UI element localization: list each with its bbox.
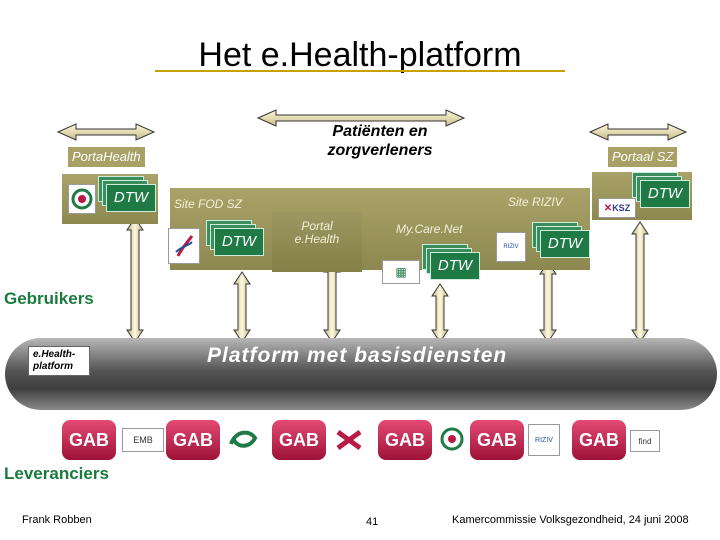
center-heading-line-2: zorgverleners [327,142,433,159]
title-underline [155,70,565,72]
portahealth-logo [68,184,96,214]
fod-logo [168,228,200,264]
portal-ehealth-line-2: e.Health [294,232,340,246]
dtw-riziv[interactable]: DTW [540,230,590,258]
arrow-portahealth [56,123,156,141]
mycarenet-logo: ▦ [382,260,420,284]
gab-6[interactable]: GAB [572,420,626,460]
riziv-logo: RIZIV [496,232,526,262]
site-fod-sz[interactable]: Site FOD SZ [174,197,243,211]
suppliers-label: Leveranciers [4,464,109,483]
ksz-cross-icon [336,429,362,451]
portal-portahealth[interactable]: PortaHealth [68,147,145,167]
logo-emb: EMB [122,428,164,452]
logo-find-label: find [638,436,652,446]
site-riziv[interactable]: Site RIZIV [508,195,563,209]
arrow-portaal-sz [588,123,688,141]
portaal-sz-group: ✕ KSZ DTW [592,172,692,220]
logo-ksz [334,428,364,452]
ksz-logo-label: KSZ [612,203,631,213]
center-heading: Patiënten en zorgverleners [300,122,460,160]
fod-logo-icon [175,235,194,257]
portal-portaal-sz[interactable]: Portaal SZ [608,147,678,167]
logo-riziv-label: RIZIV [535,436,553,444]
footer-event: Kamercommissie Volksgezondheid, 24 juni … [452,514,689,526]
portal-ehealth-label[interactable]: Portal e.Health [272,220,362,246]
footer-page-number: 41 [366,516,379,528]
gab-2[interactable]: GAB [166,420,220,460]
logo-find: find [630,430,660,452]
ksz-logo-icon: ✕ [603,202,613,214]
dtw-portahealth[interactable]: DTW [106,184,156,212]
footer-author: Frank Robben [22,514,92,526]
gab-1[interactable]: GAB [62,420,116,460]
logo-emb-label: EMB [133,435,153,445]
users-label: Gebruikers [4,289,94,308]
logo-swirl [228,426,258,452]
portahealth-group: DTW [62,174,158,224]
portal-ehealth-box: Portal e.Health [272,212,362,272]
mycarenet-block: ▦ DTW [382,244,480,288]
dtw-fod-sz[interactable]: DTW [214,228,264,256]
riziv-block: RIZIV DTW [494,222,590,270]
swirl-logo-icon [229,430,258,448]
center-heading-line-1: Patiënten en [332,123,428,140]
site-mycarenet[interactable]: My.Care.Net [396,222,463,236]
slide-title: Het e.Health-platform [198,36,522,74]
platform-logo-line-1: e.Health- [33,349,76,360]
logo-riziv: RIZIV [528,424,560,456]
ehealth-circle-icon [440,427,464,451]
ehealth-logo-icon [71,188,93,210]
portal-ehealth-line-1: Portal [301,219,333,233]
ksz-logo: ✕ KSZ [598,198,636,218]
fod-sz-block: DTW [166,218,266,270]
platform-bar [5,338,717,410]
gab-4[interactable]: GAB [378,420,432,460]
gab-3[interactable]: GAB [272,420,326,460]
platform-logo-line-2: platform [33,361,73,372]
dtw-mycarenet[interactable]: DTW [430,252,480,280]
ehealth-platform-logo: e.Health- platform [28,346,90,376]
arrow-center [256,109,466,127]
riziv-logo-label: RIZIV [503,244,519,250]
dtw-portaal-sz[interactable]: DTW [640,180,690,208]
platform-label: Platform met basisdiensten [207,344,508,367]
logo-ehealth-small [438,426,466,452]
gab-5[interactable]: GAB [470,420,524,460]
mycarenet-logo-icon: ▦ [395,265,407,279]
